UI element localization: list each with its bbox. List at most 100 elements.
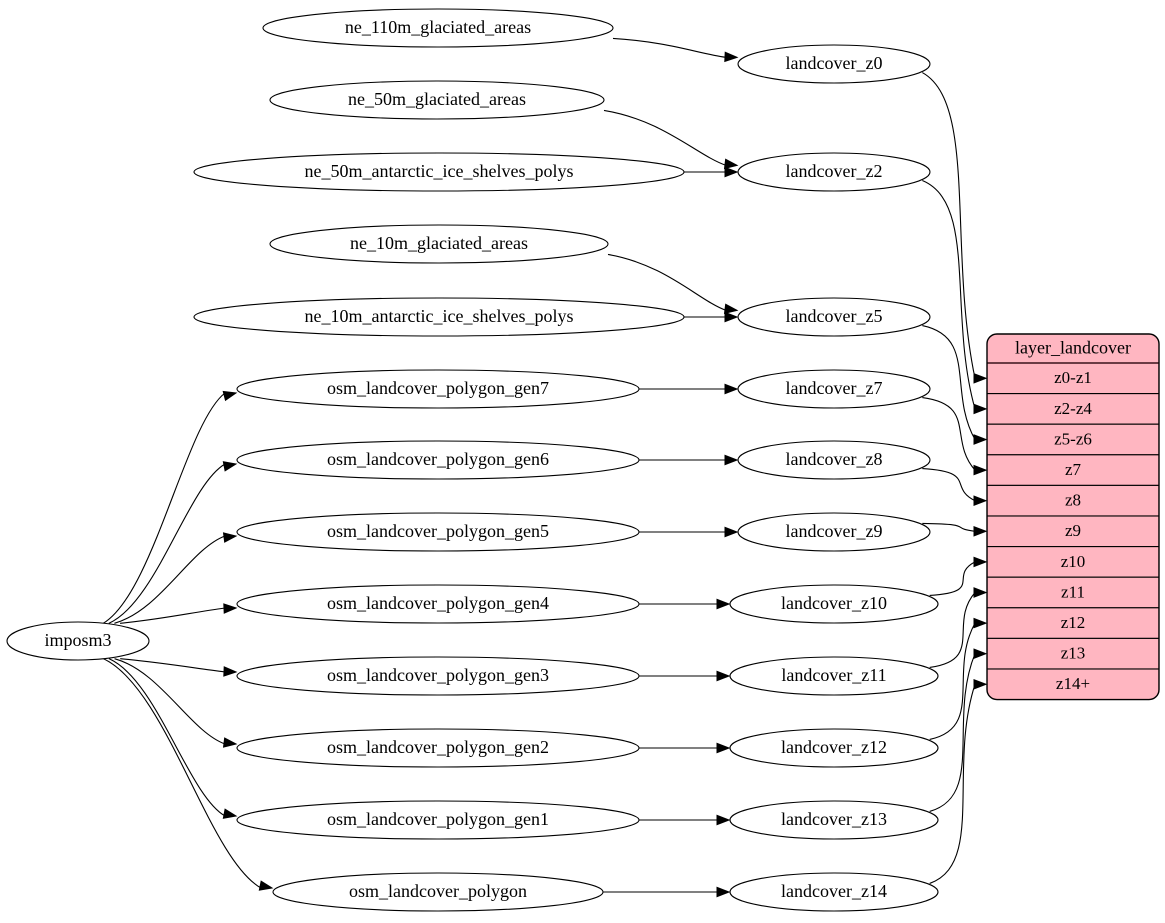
table-row-label-z14plus: z14+ [1056, 674, 1090, 693]
table-row-label-z8: z8 [1065, 491, 1081, 510]
edge-arrowhead [716, 742, 731, 754]
edge-arrowhead [724, 311, 739, 323]
edge-arrowhead [973, 372, 988, 384]
node-z11[interactable]: landcover_z11 [729, 656, 939, 696]
node-z14[interactable]: landcover_z14 [729, 872, 939, 912]
node-label-z7: landcover_z7 [786, 378, 883, 398]
node-gen1[interactable]: osm_landcover_polygon_gen1 [236, 800, 640, 840]
edge-arrowhead [973, 525, 988, 537]
edge-arrowhead [973, 464, 988, 476]
node-label-z14: landcover_z14 [781, 881, 887, 901]
node-z0[interactable]: landcover_z0 [737, 44, 931, 84]
node-ellipse-z7 [737, 369, 931, 409]
node-z2[interactable]: landcover_z2 [737, 152, 931, 192]
edge-ne50g-to-z2 [603, 109, 727, 166]
node-ellipse-gen1 [236, 800, 640, 840]
edge-z5-to-row2 [922, 325, 976, 440]
edge-imposm3-to-gen0 [103, 658, 262, 889]
node-ne50a[interactable]: ne_50m_antarctic_ice_shelves_polys [193, 152, 685, 192]
layer-landcover-table: layer_landcoverz0-z1z2-z4z5-z6z7z8z9z10z… [986, 333, 1160, 701]
edge-arrowhead [723, 158, 739, 170]
edge-ne10g-to-z5 [607, 253, 727, 311]
node-gen7[interactable]: osm_landcover_polygon_gen7 [236, 369, 640, 409]
node-ellipse-imposm3 [6, 621, 150, 661]
edge-z7-to-row3 [922, 397, 976, 471]
node-ellipse-z14 [729, 872, 939, 912]
node-ne10a[interactable]: ne_10m_antarctic_ice_shelves_polys [193, 297, 685, 337]
edge-arrowhead [724, 51, 739, 63]
edge-z0-to-row0 [922, 72, 976, 379]
edges-layer [102, 37, 988, 898]
node-label-z10: landcover_z10 [781, 593, 887, 613]
edge-arrowhead [716, 670, 731, 682]
node-z12[interactable]: landcover_z12 [729, 728, 939, 768]
edge-z9-to-row5 [922, 522, 976, 532]
node-gen2[interactable]: osm_landcover_polygon_gen2 [236, 728, 640, 768]
edge-arrowhead [973, 556, 988, 568]
edge-arrowhead [222, 390, 238, 402]
edge-arrowhead [723, 303, 739, 315]
edge-z14-to-row10 [929, 684, 976, 884]
edge-imposm3-to-gen2 [114, 658, 226, 745]
node-ellipse-gen0 [272, 872, 604, 912]
edge-z13-to-row9 [929, 653, 976, 812]
table-header-label: layer_landcover [1015, 338, 1131, 358]
node-label-gen3: osm_landcover_polygon_gen3 [327, 665, 549, 685]
node-ellipse-ne50g [269, 80, 605, 120]
node-label-gen6: osm_landcover_polygon_gen6 [327, 449, 549, 469]
edge-imposm3-to-gen5 [114, 535, 226, 624]
node-ellipse-gen4 [236, 584, 640, 624]
node-gen0[interactable]: osm_landcover_polygon [272, 872, 604, 912]
node-ellipse-z9 [737, 512, 931, 552]
node-ne50g[interactable]: ne_50m_glaciated_areas [269, 80, 605, 120]
node-z10[interactable]: landcover_z10 [729, 584, 939, 624]
edge-arrowhead [724, 454, 739, 466]
table-row-label-z0-z1: z0-z1 [1054, 368, 1092, 387]
node-label-imposm3: imposm3 [44, 630, 111, 650]
table-row-label-z10: z10 [1061, 552, 1086, 571]
node-label-ne50a: ne_50m_antarctic_ice_shelves_polys [305, 161, 574, 181]
edge-arrowhead [973, 648, 988, 660]
node-z7[interactable]: landcover_z7 [737, 369, 931, 409]
edge-arrowhead [973, 587, 988, 598]
node-label-z11: landcover_z11 [781, 665, 886, 685]
edge-imposm3-to-gen6 [108, 463, 226, 624]
node-z5[interactable]: landcover_z5 [737, 297, 931, 337]
node-ellipse-ne110g [262, 8, 614, 48]
node-ellipse-gen6 [236, 440, 640, 480]
edge-arrowhead [724, 383, 739, 395]
node-z8[interactable]: landcover_z8 [737, 440, 931, 480]
node-imposm3[interactable]: imposm3 [6, 621, 150, 661]
node-label-gen7: osm_landcover_polygon_gen7 [327, 378, 549, 398]
node-gen4[interactable]: osm_landcover_polygon_gen4 [236, 584, 640, 624]
node-label-gen1: osm_landcover_polygon_gen1 [327, 809, 549, 829]
node-label-ne110g: ne_110m_glaciated_areas [345, 17, 531, 37]
edge-arrowhead [973, 495, 988, 507]
node-ellipse-z13 [729, 800, 939, 840]
edge-z2-to-row1 [922, 180, 976, 410]
node-gen3[interactable]: osm_landcover_polygon_gen3 [236, 656, 640, 696]
edge-ne110g-to-z0 [612, 37, 727, 58]
edge-arrowhead [973, 403, 988, 415]
edge-arrowhead [716, 598, 731, 610]
node-ellipse-z11 [729, 656, 939, 696]
node-z9[interactable]: landcover_z9 [737, 512, 931, 552]
edge-imposm3-to-gen4 [119, 607, 226, 624]
edge-arrowhead [223, 666, 238, 677]
table-row-label-z12: z12 [1061, 613, 1086, 632]
node-ne110g[interactable]: ne_110m_glaciated_areas [262, 8, 614, 48]
node-z13[interactable]: landcover_z13 [729, 800, 939, 840]
node-ellipse-gen3 [236, 656, 640, 696]
node-ellipse-gen7 [236, 369, 640, 409]
node-ne10g[interactable]: ne_10m_glaciated_areas [269, 224, 609, 264]
edge-arrowhead [222, 532, 238, 543]
table-row-label-z7: z7 [1065, 460, 1082, 479]
table-header-cell [987, 334, 1159, 363]
edge-arrowhead [222, 737, 238, 748]
node-ellipse-gen2 [236, 728, 640, 768]
node-gen5[interactable]: osm_landcover_polygon_gen5 [236, 512, 640, 552]
edge-arrowhead [724, 166, 739, 178]
nodes-layer: imposm3 ne_110m_glaciated_areas ne_50m_gla… [6, 8, 939, 912]
node-gen6[interactable]: osm_landcover_polygon_gen6 [236, 440, 640, 480]
